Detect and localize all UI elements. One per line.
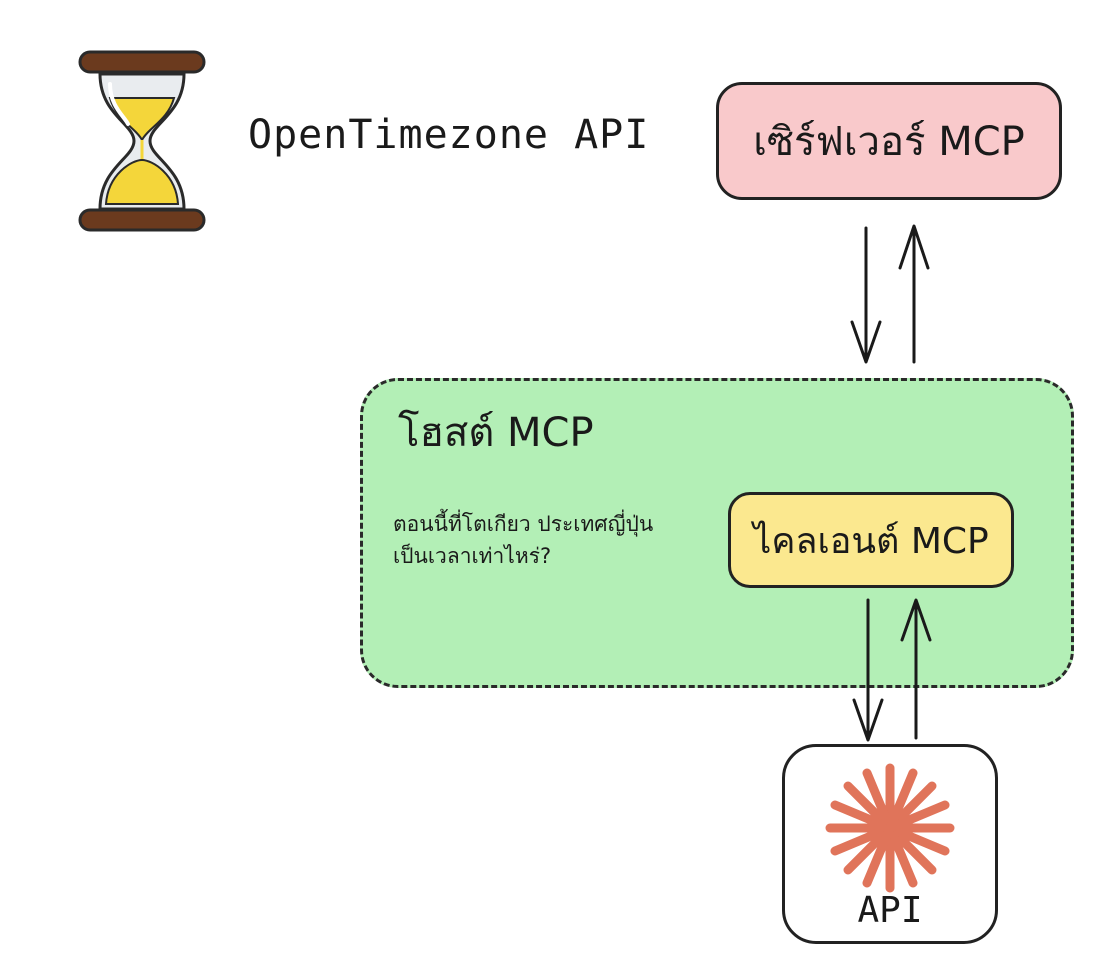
api-label: API xyxy=(857,890,923,931)
arrow-server-to-host xyxy=(850,226,882,364)
mcp-host-label: โฮสต์ MCP xyxy=(398,410,594,456)
user-question-line1: ตอนนี้ที่โตเกียว ประเทศญี่ปุ่น xyxy=(393,512,654,536)
mcp-client-label: ไคลเอนต์ MCP xyxy=(753,520,989,562)
mcp-client-box: ไคลเอนต์ MCP xyxy=(728,492,1014,588)
mcp-server-box: เซิร์ฟเวอร์ MCP xyxy=(716,82,1062,200)
diagram-title: OpenTimezone API xyxy=(248,112,650,158)
hourglass-icon xyxy=(78,50,206,232)
starburst-icon xyxy=(825,763,955,893)
arrow-host-to-server xyxy=(898,224,930,364)
user-question: ตอนนี้ที่โตเกียว ประเทศญี่ปุ่น เป็นเวลาเ… xyxy=(393,508,653,572)
mcp-server-label: เซิร์ฟเวอร์ MCP xyxy=(753,119,1025,165)
user-question-line2: เป็นเวลาเท่าไหร่? xyxy=(393,544,552,568)
